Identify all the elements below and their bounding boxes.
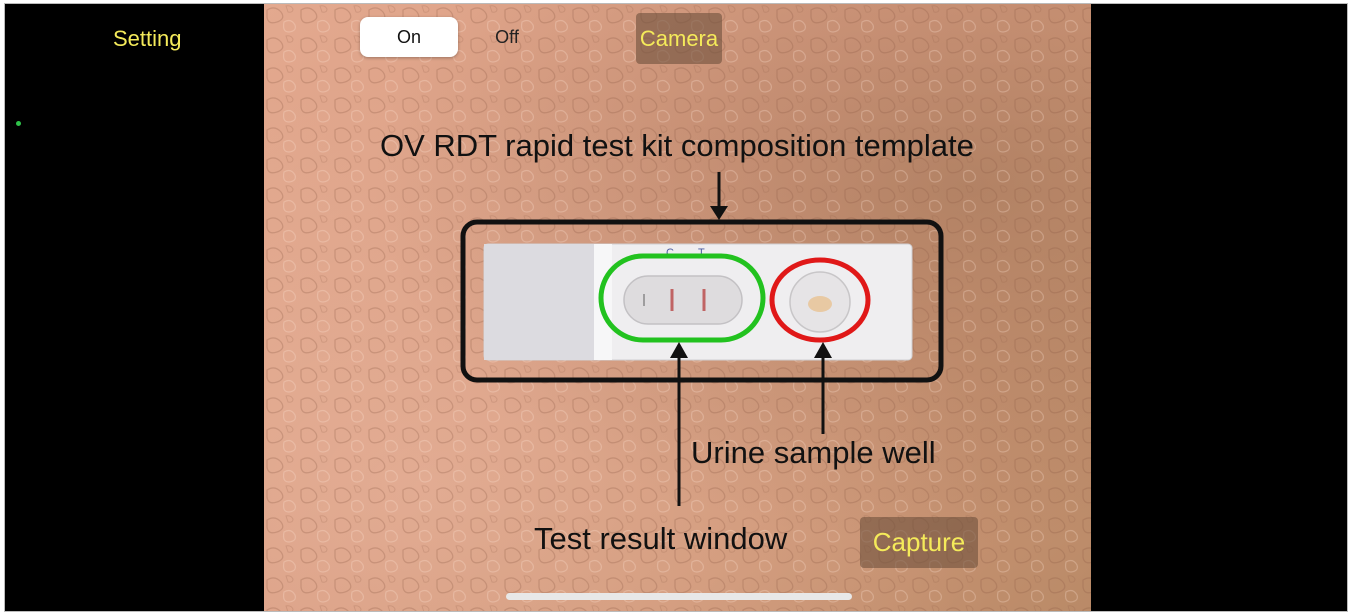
test-kit-image: C T bbox=[460, 172, 944, 506]
sample-well-pad bbox=[808, 296, 832, 312]
toggle-on-option[interactable]: On bbox=[360, 17, 458, 57]
app-screen: Setting On Off Camera bbox=[4, 3, 1348, 612]
status-dot bbox=[16, 121, 21, 126]
sample-well-ring bbox=[769, 257, 871, 343]
sample-well-label: Urine sample well bbox=[691, 435, 936, 470]
home-indicator[interactable] bbox=[506, 593, 852, 600]
template-label: OV RDT rapid test kit composition templa… bbox=[380, 128, 974, 163]
result-window-ring bbox=[598, 253, 766, 343]
cassette-mark-t: T bbox=[698, 247, 705, 259]
result-window-label: Test result window bbox=[534, 521, 788, 556]
cassette-label-area bbox=[484, 244, 609, 360]
toggle-off-option[interactable]: Off bbox=[495, 26, 519, 47]
result-window-slot bbox=[623, 275, 743, 325]
setting-button[interactable]: Setting bbox=[113, 26, 182, 51]
camera-viewport: On Off Camera C T bbox=[264, 4, 1093, 611]
template-frame bbox=[460, 219, 944, 383]
sample-well-arrow-head bbox=[814, 342, 832, 358]
template-arrow-head bbox=[710, 206, 728, 220]
left-panel: Setting bbox=[5, 4, 264, 611]
cassette-mark-c: C bbox=[666, 247, 674, 259]
result-window-arrow-head bbox=[670, 342, 688, 358]
right-panel bbox=[1091, 4, 1347, 611]
camera-button[interactable]: Camera bbox=[636, 13, 722, 64]
on-off-toggle[interactable]: On Off bbox=[360, 17, 556, 57]
capture-button[interactable]: Capture bbox=[860, 517, 978, 568]
